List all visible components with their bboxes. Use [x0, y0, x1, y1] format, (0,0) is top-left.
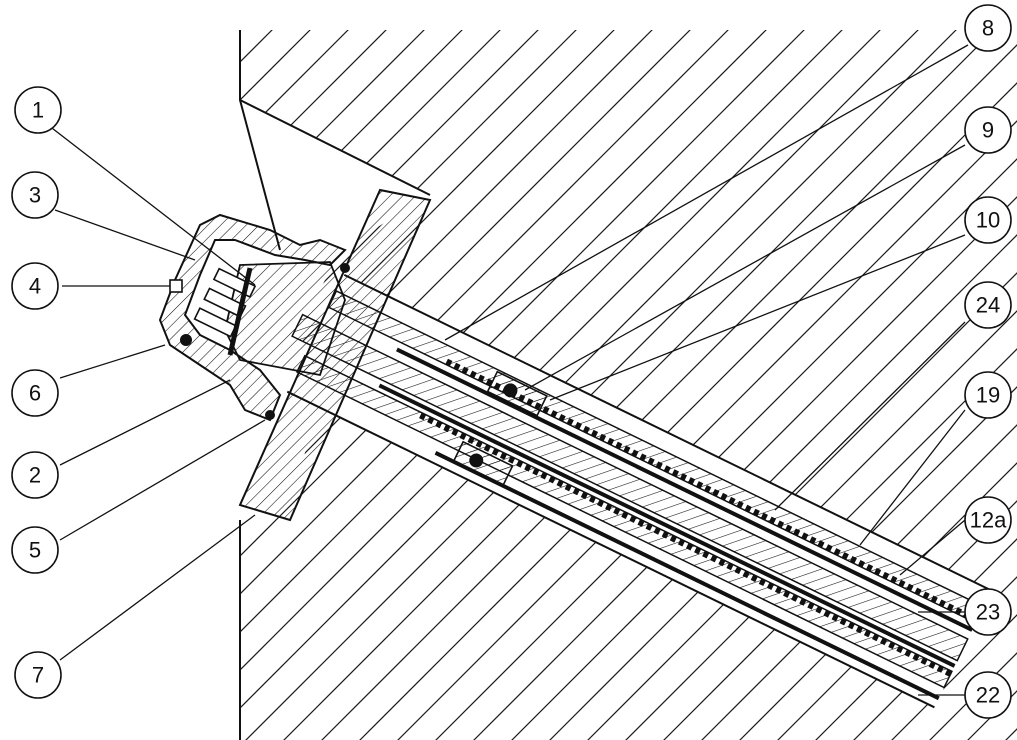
callout-label: 10 — [976, 208, 1000, 233]
callout-9: 9 — [964, 106, 1012, 154]
seal-block-bottom — [452, 440, 514, 487]
callout-8: 8 — [964, 4, 1012, 52]
callout-label: 9 — [982, 118, 994, 143]
callout-1: 1 — [14, 86, 62, 134]
callout-label: 22 — [976, 683, 1000, 708]
callout-label: 6 — [29, 381, 41, 406]
drain-dot — [180, 334, 192, 346]
seal-block-top — [486, 370, 548, 417]
leader-lines — [47, 44, 969, 696]
callout-10: 10 — [964, 196, 1012, 244]
flange-plate — [238, 188, 432, 522]
callout-23: 23 — [964, 588, 1012, 636]
callout-22: 22 — [964, 671, 1012, 719]
o-ring-top — [503, 383, 518, 398]
wall-edges — [239, 30, 431, 740]
callout-label: 19 — [976, 383, 1000, 408]
callout-bubbles: 1 3 4 6 2 5 7 8 9 10 24 19 12a 23 22 — [11, 4, 1012, 719]
callout-19: 19 — [964, 371, 1012, 419]
callout-label: 12a — [970, 508, 1007, 533]
callout-12a: 12a — [964, 496, 1012, 544]
callout-label: 2 — [29, 463, 41, 488]
o-ring-bottom — [469, 453, 484, 468]
callout-label: 23 — [976, 600, 1000, 625]
corrugated-sheath-bottom — [419, 412, 952, 677]
callout-4: 4 — [11, 262, 59, 310]
callout-label: 8 — [982, 16, 994, 41]
callout-7: 7 — [14, 651, 62, 699]
cap-housing — [158, 213, 350, 422]
callout-label: 3 — [29, 183, 41, 208]
callout-3: 3 — [11, 171, 59, 219]
callout-label: 7 — [32, 663, 44, 688]
tube-assembly — [286, 273, 992, 709]
vent-plug — [169, 279, 183, 293]
callout-24: 24 — [964, 281, 1012, 329]
callout-5: 5 — [11, 526, 59, 574]
callout-label: 5 — [29, 538, 41, 563]
callout-2: 2 — [11, 451, 59, 499]
callout-6: 6 — [11, 369, 59, 417]
callout-label: 24 — [976, 293, 1000, 318]
callout-label: 4 — [29, 274, 41, 299]
callout-label: 1 — [32, 98, 44, 123]
